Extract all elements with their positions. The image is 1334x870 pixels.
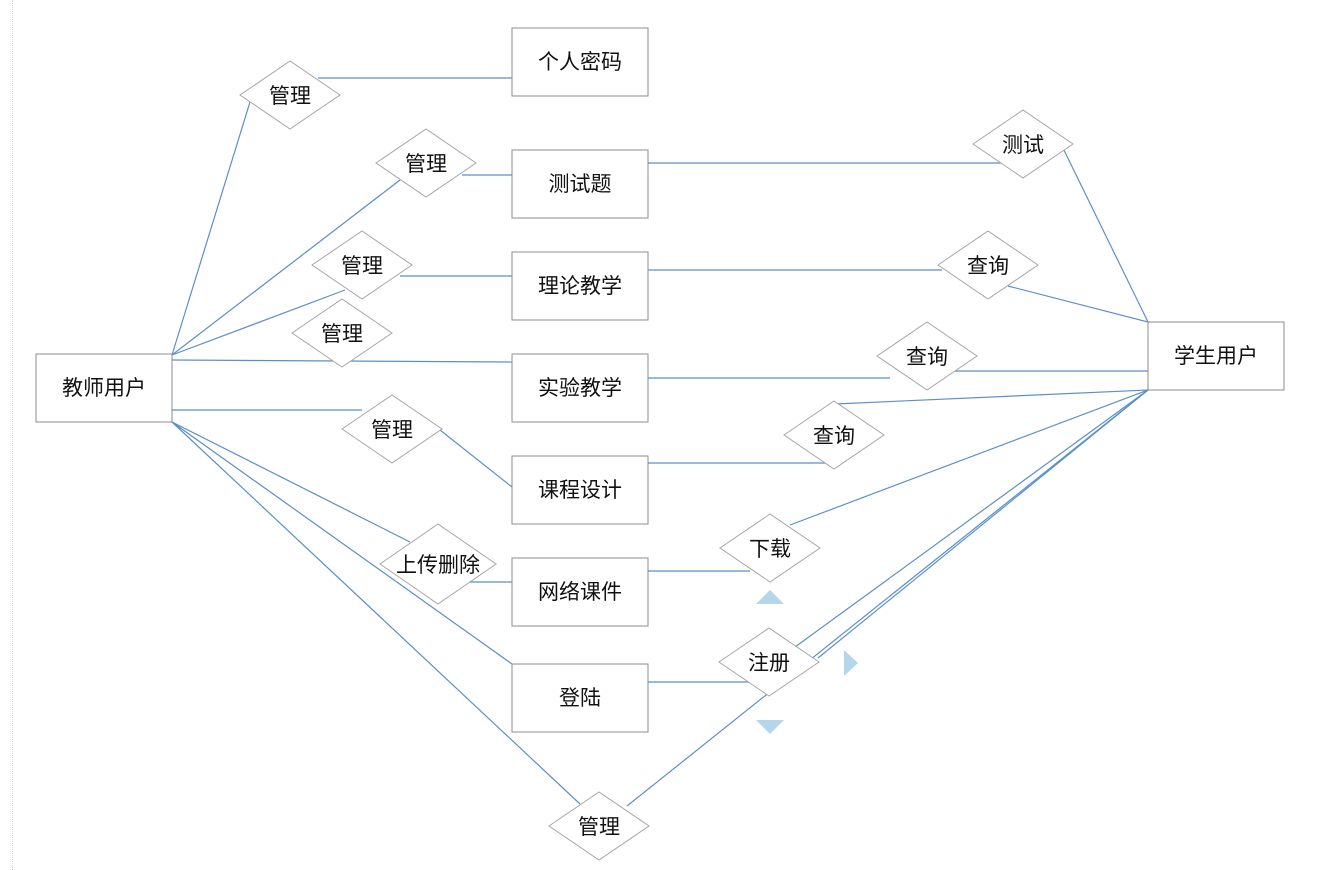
rel-query-experiment[interactable]: 查询 [876,321,978,391]
conn-register-student-a [794,389,1149,648]
rel-manage-students[interactable]: 管理 [548,791,650,861]
rel-register-label: 注册 [748,651,790,675]
entity-courseware[interactable]: 网络课件 [511,557,649,627]
entity-theory-label: 理论教学 [538,274,622,298]
rel-manage-experiment[interactable]: 管理 [291,298,393,368]
rel-query-experiment-label: 查询 [906,345,948,369]
entity-course-design-label: 课程设计 [538,478,622,502]
rel-manage-experiment-label: 管理 [321,322,363,346]
rel-query-course-design[interactable]: 查询 [783,400,885,470]
rel-download-label: 下载 [749,537,791,561]
conn-teacher-manage-theory [171,289,346,356]
conn-teacher-manage-tests [171,179,401,356]
entity-test-questions-label: 测试题 [549,172,612,196]
entity-login-label: 登陆 [559,686,601,710]
conn-query-course-design-student [834,389,1149,405]
rel-register[interactable]: 注册 [718,627,820,697]
conn-teacher-upload-delete [171,421,411,543]
entity-login[interactable]: 登陆 [511,663,649,733]
rel-manage-password[interactable]: 管理 [239,60,341,130]
rel-manage-students-label: 管理 [578,815,620,839]
entity-student-label: 学生用户 [1174,344,1258,368]
page-margin-guide [12,0,13,870]
conn-query-theory-student [1007,285,1149,323]
rel-manage-tests-label: 管理 [405,152,447,176]
entity-password[interactable]: 个人密码 [511,27,649,97]
conn-register-student-b [817,389,1149,659]
selection-handles[interactable] [756,590,858,734]
entity-theory[interactable]: 理论教学 [511,251,649,321]
entity-test-questions[interactable]: 测试题 [511,149,649,219]
handle-right-icon[interactable] [844,650,858,676]
rel-query-theory-label: 查询 [967,254,1009,278]
conn-manage-course-design-entity [439,429,513,488]
connectors [171,77,1149,807]
entity-teacher-label: 教师用户 [62,376,146,400]
rel-manage-password-label: 管理 [269,84,311,108]
entity-courseware-label: 网络课件 [538,580,622,604]
rel-manage-theory[interactable]: 管理 [311,230,413,300]
conn-test-student [1059,141,1149,323]
entity-course-design[interactable]: 课程设计 [511,455,649,525]
rel-upload-delete-label: 上传删除 [396,553,480,577]
rel-manage-course-design-label: 管理 [371,418,413,442]
conn-download-student [789,389,1149,526]
rel-manage-course-design[interactable]: 管理 [341,394,443,464]
entity-experiment-label: 实验教学 [538,376,622,400]
rel-query-theory[interactable]: 查询 [937,230,1039,300]
rel-query-course-design-label: 查询 [813,424,855,448]
rel-download[interactable]: 下载 [719,513,821,583]
entity-password-label: 个人密码 [538,50,622,74]
rel-manage-theory-label: 管理 [341,254,383,278]
entity-student[interactable]: 学生用户 [1147,321,1285,391]
conn-manage-students-student [626,389,1149,807]
rel-upload-delete[interactable]: 上传删除 [379,523,497,605]
conn-teacher-manage-password [171,101,251,356]
handle-down-icon[interactable] [756,720,784,734]
entity-experiment[interactable]: 实验教学 [511,353,649,423]
handle-up-icon[interactable] [756,590,784,604]
entity-teacher[interactable]: 教师用户 [35,353,173,423]
rel-manage-tests[interactable]: 管理 [375,128,477,198]
conn-teacher-login [171,421,513,665]
rel-test-label: 测试 [1002,133,1044,157]
rel-test[interactable]: 测试 [972,109,1074,179]
conn-teacher-manage-students [171,421,581,805]
